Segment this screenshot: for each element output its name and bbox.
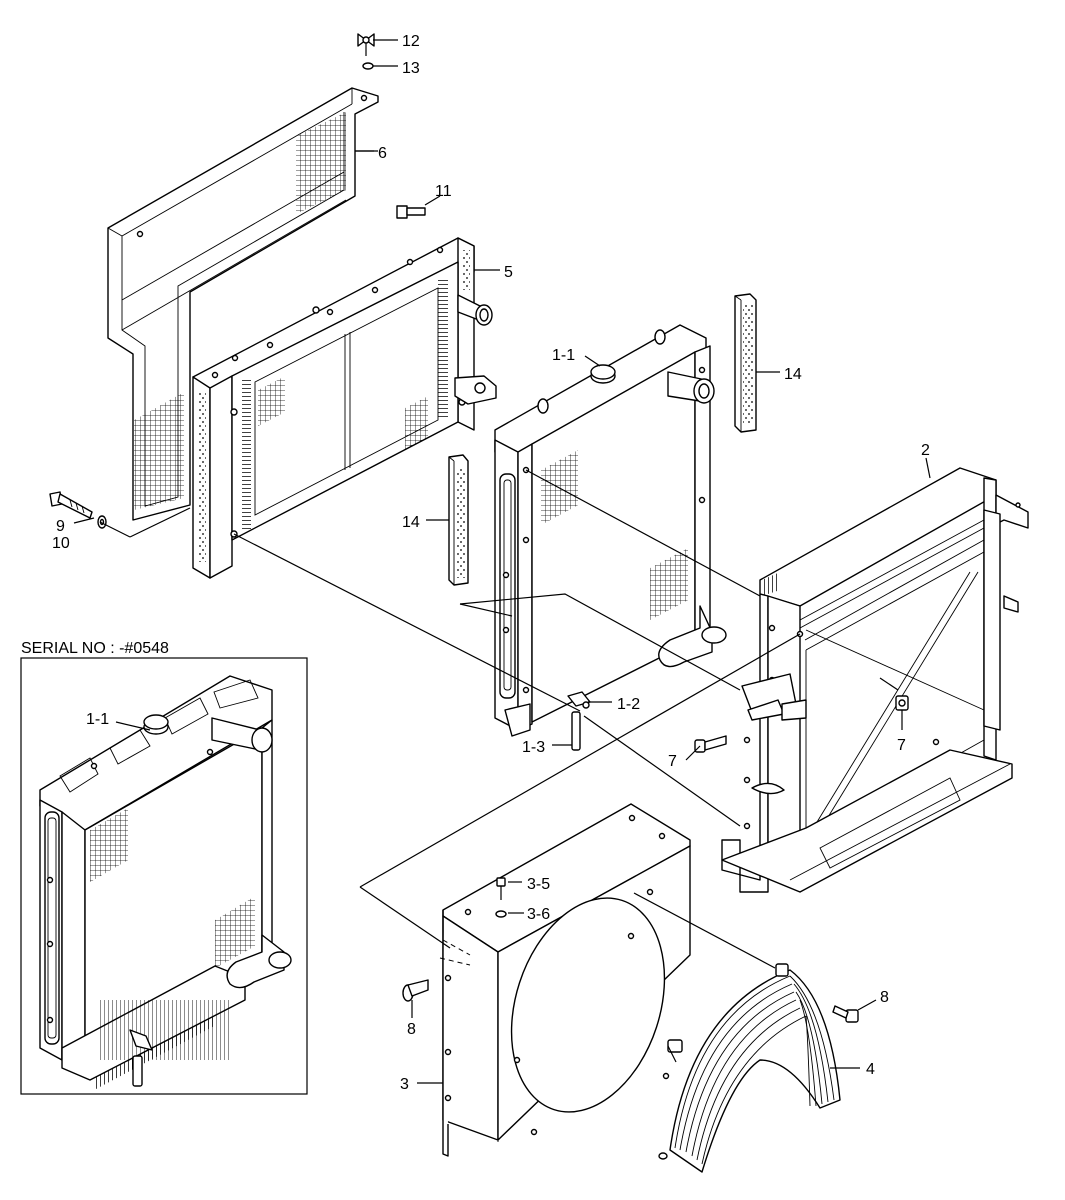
inset-border (20, 657, 308, 1095)
callout-1-3: 1-3 (522, 739, 545, 756)
callout-13: 13 (402, 60, 420, 77)
radiator-lower-pipe (658, 605, 727, 668)
leader-lines (73, 39, 931, 1084)
washer-part-10 (97, 515, 107, 529)
upper-pipe (457, 294, 493, 326)
lower-flange-pipe (454, 375, 497, 405)
callout-7-left: 7 (668, 753, 677, 770)
radiator-upper-pipe (667, 371, 715, 404)
support-frame-part-2 (721, 467, 1029, 893)
screen-guard-part-6 (107, 87, 379, 521)
rubber-pad-part-14-upper (734, 293, 757, 433)
callout-14-lower: 14 (402, 514, 420, 531)
callout-8-left: 8 (407, 1021, 416, 1038)
bolt-part-7-right (895, 695, 909, 711)
washer-part-13 (362, 62, 374, 70)
callout-7-right: 7 (897, 737, 906, 754)
callout-labels: 12 13 6 11 5 1-1 14 2 9 10 14 1-2 1-3 7 … (21, 33, 930, 1093)
callout-8-right: 8 (880, 989, 889, 1006)
lifting-eye (537, 329, 666, 414)
radiator-cap-part-1-1 (590, 364, 616, 384)
bolt-part-11 (396, 195, 441, 219)
top-flange-holes (211, 246, 444, 379)
bolt-part-7-left (694, 735, 727, 753)
callout-1-2: 1-2 (617, 696, 640, 713)
bolt-part-8-right (832, 1005, 859, 1023)
cooler-frame-part-5 (192, 237, 497, 579)
wing-bolt-part-12 (357, 33, 375, 56)
callout-9: 9 (56, 518, 65, 535)
bolt-part-3-5 (496, 877, 506, 900)
callout-10: 10 (52, 535, 70, 552)
washer-part-3-6 (495, 910, 507, 918)
callout-6: 6 (378, 145, 387, 162)
callout-3-5: 3-5 (527, 876, 550, 893)
callout-14-upper: 14 (784, 366, 802, 383)
inset-callout-1-1: 1-1 (86, 711, 109, 728)
callout-11: 11 (435, 183, 452, 200)
serial-inset (20, 657, 308, 1095)
assembly-lines (99, 469, 801, 1063)
fan-guard-part-4 (658, 963, 841, 1173)
callout-1-1: 1-1 (552, 347, 575, 364)
bolt-part-9 (49, 491, 93, 519)
inset-radiator (39, 675, 292, 1089)
fan-shroud-part-3 (439, 803, 691, 1157)
callout-3-6: 3-6 (527, 906, 550, 923)
callout-3: 3 (400, 1076, 409, 1093)
callout-2: 2 (921, 442, 930, 459)
callout-12: 12 (402, 33, 420, 50)
radiator-part-1 (494, 324, 727, 751)
bolt-part-8-left (402, 979, 429, 1002)
serial-number-title: SERIAL NO : -#0548 (21, 640, 169, 657)
rubber-pad-part-14-lower (448, 454, 469, 586)
callout-4: 4 (866, 1061, 875, 1078)
callout-5: 5 (504, 264, 513, 281)
drain-hose-part-1-3 (571, 711, 581, 751)
